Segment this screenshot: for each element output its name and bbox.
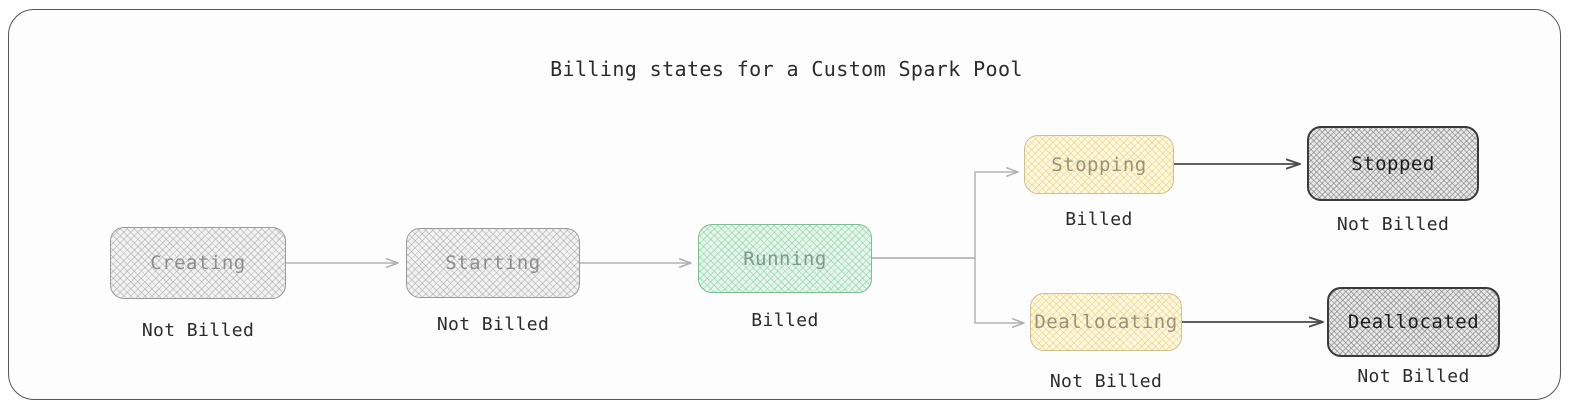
node-stopping[interactable]: Stopping	[1024, 135, 1174, 194]
caption-starting: Not Billed	[436, 314, 550, 335]
node-creating[interactable]: Creating	[110, 227, 286, 299]
diagram-title: Billing states for a Custom Spark Pool	[550, 57, 1023, 81]
node-deallocated[interactable]: Deallocated	[1327, 287, 1500, 357]
caption-stopping: Billed	[1065, 209, 1133, 230]
node-stopped-label: Stopped	[1351, 152, 1435, 175]
node-stopping-label: Stopping	[1051, 153, 1147, 176]
diagram-frame	[8, 9, 1561, 400]
caption-deallocating: Not Billed	[1049, 371, 1163, 392]
node-running[interactable]: Running	[698, 224, 872, 293]
node-starting-label: Starting	[445, 252, 541, 274]
node-stopped[interactable]: Stopped	[1307, 126, 1479, 201]
node-starting[interactable]: Starting	[406, 228, 580, 298]
caption-creating: Not Billed	[141, 320, 255, 341]
node-running-label: Running	[743, 247, 827, 270]
node-deallocating-label: Deallocating	[1034, 311, 1178, 333]
node-deallocating[interactable]: Deallocating	[1030, 293, 1182, 351]
node-creating-label: Creating	[150, 252, 246, 274]
caption-stopped: Not Billed	[1336, 214, 1450, 235]
caption-deallocated: Not Billed	[1357, 366, 1470, 387]
caption-running: Billed	[751, 310, 819, 331]
node-deallocated-label: Deallocated	[1347, 311, 1480, 333]
